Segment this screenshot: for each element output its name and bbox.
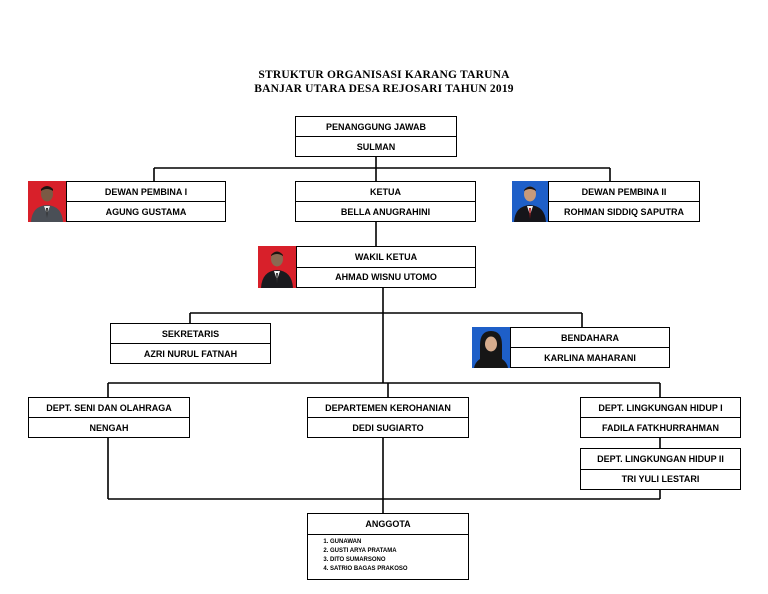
node-role: KETUA bbox=[370, 186, 401, 197]
node-role: SEKRETARIS bbox=[161, 328, 220, 339]
node-role: WAKIL KETUA bbox=[354, 251, 418, 262]
node-role: DEPARTEMEN KEROHANIAN bbox=[325, 402, 451, 413]
node-name: FADILA FATKHURRAHMAN bbox=[581, 417, 740, 437]
node-wakil-ketua: WAKIL KETUA AHMAD WISNU UTOMO bbox=[296, 246, 476, 288]
chart-title-line-1: STRUKTUR ORGANISASI KARANG TARUNA bbox=[258, 69, 510, 81]
node-name: AHMAD WISNU UTOMO bbox=[297, 266, 475, 288]
photo-dewan-pembina-1 bbox=[28, 181, 66, 222]
list-item: GUSTI ARYA PRATAMA bbox=[330, 547, 462, 556]
node-dept-lingkungan-hidup-1: DEPT. LINGKUNGAN HIDUP I FADILA FATKHURR… bbox=[580, 397, 741, 438]
node-role: DEPT. LINGKUNGAN HIDUP I bbox=[598, 402, 723, 413]
list-item: GUNAWAN bbox=[330, 538, 462, 547]
node-role: DEPT. LINGKUNGAN HIDUP II bbox=[597, 453, 724, 464]
photo-bendahara bbox=[472, 327, 510, 368]
node-name: SULMAN bbox=[296, 136, 456, 156]
node-bendahara: BENDAHARA KARLINA MAHARANI bbox=[510, 327, 670, 368]
node-role: DEWAN PEMBINA I bbox=[104, 186, 188, 197]
list-item: SATRIO BAGAS PRAKOSO bbox=[330, 565, 462, 574]
node-name: AZRI NURUL FATNAH bbox=[111, 343, 270, 363]
node-role: ANGGOTA bbox=[365, 519, 411, 529]
node-dept-seni-olahraga: DEPT. SENI DAN OLAHRAGA NENGAH bbox=[28, 397, 190, 438]
chart-title-line-2: BANJAR UTARA DESA REJOSARI TAHUN 2019 bbox=[254, 83, 514, 95]
node-dept-lingkungan-hidup-2: DEPT. LINGKUNGAN HIDUP II TRI YULI LESTA… bbox=[580, 448, 741, 490]
node-name: TRI YULI LESTARI bbox=[581, 468, 740, 490]
node-role: PENANGGUNG JAWAB bbox=[325, 121, 426, 132]
node-dept-kerohanian: DEPARTEMEN KEROHANIAN DEDI SUGIARTO bbox=[307, 397, 469, 438]
node-dewan-pembina-2: DEWAN PEMBINA II ROHMAN SIDDIQ SAPUTRA bbox=[548, 181, 700, 222]
node-name: AGUNG GUSTAMA bbox=[67, 201, 225, 221]
node-dewan-pembina-1: DEWAN PEMBINA I AGUNG GUSTAMA bbox=[66, 181, 226, 222]
node-sekretaris: SEKRETARIS AZRI NURUL FATNAH bbox=[110, 323, 271, 364]
node-name: NENGAH bbox=[29, 417, 189, 437]
list-item: DITO SUMARSONO bbox=[330, 556, 462, 565]
anggota-member-list: GUNAWAN GUSTI ARYA PRATAMA DITO SUMARSON… bbox=[308, 534, 468, 579]
node-name: DEDI SUGIARTO bbox=[308, 417, 468, 437]
node-anggota: ANGGOTA GUNAWAN GUSTI ARYA PRATAMA DITO … bbox=[307, 513, 469, 580]
node-penanggung-jawab: PENANGGUNG JAWAB SULMAN bbox=[295, 116, 457, 157]
node-role: DEPT. SENI DAN OLAHRAGA bbox=[46, 402, 172, 413]
node-role: DEWAN PEMBINA II bbox=[581, 186, 667, 197]
node-name: BELLA ANUGRAHINI bbox=[296, 201, 475, 221]
photo-dewan-pembina-2 bbox=[512, 181, 548, 222]
node-name: ROHMAN SIDDIQ SAPUTRA bbox=[549, 201, 699, 221]
node-ketua: KETUA BELLA ANUGRAHINI bbox=[295, 181, 476, 222]
photo-wakil-ketua bbox=[258, 246, 296, 288]
node-name: KARLINA MAHARANI bbox=[511, 347, 669, 367]
node-role: BENDAHARA bbox=[561, 332, 619, 343]
